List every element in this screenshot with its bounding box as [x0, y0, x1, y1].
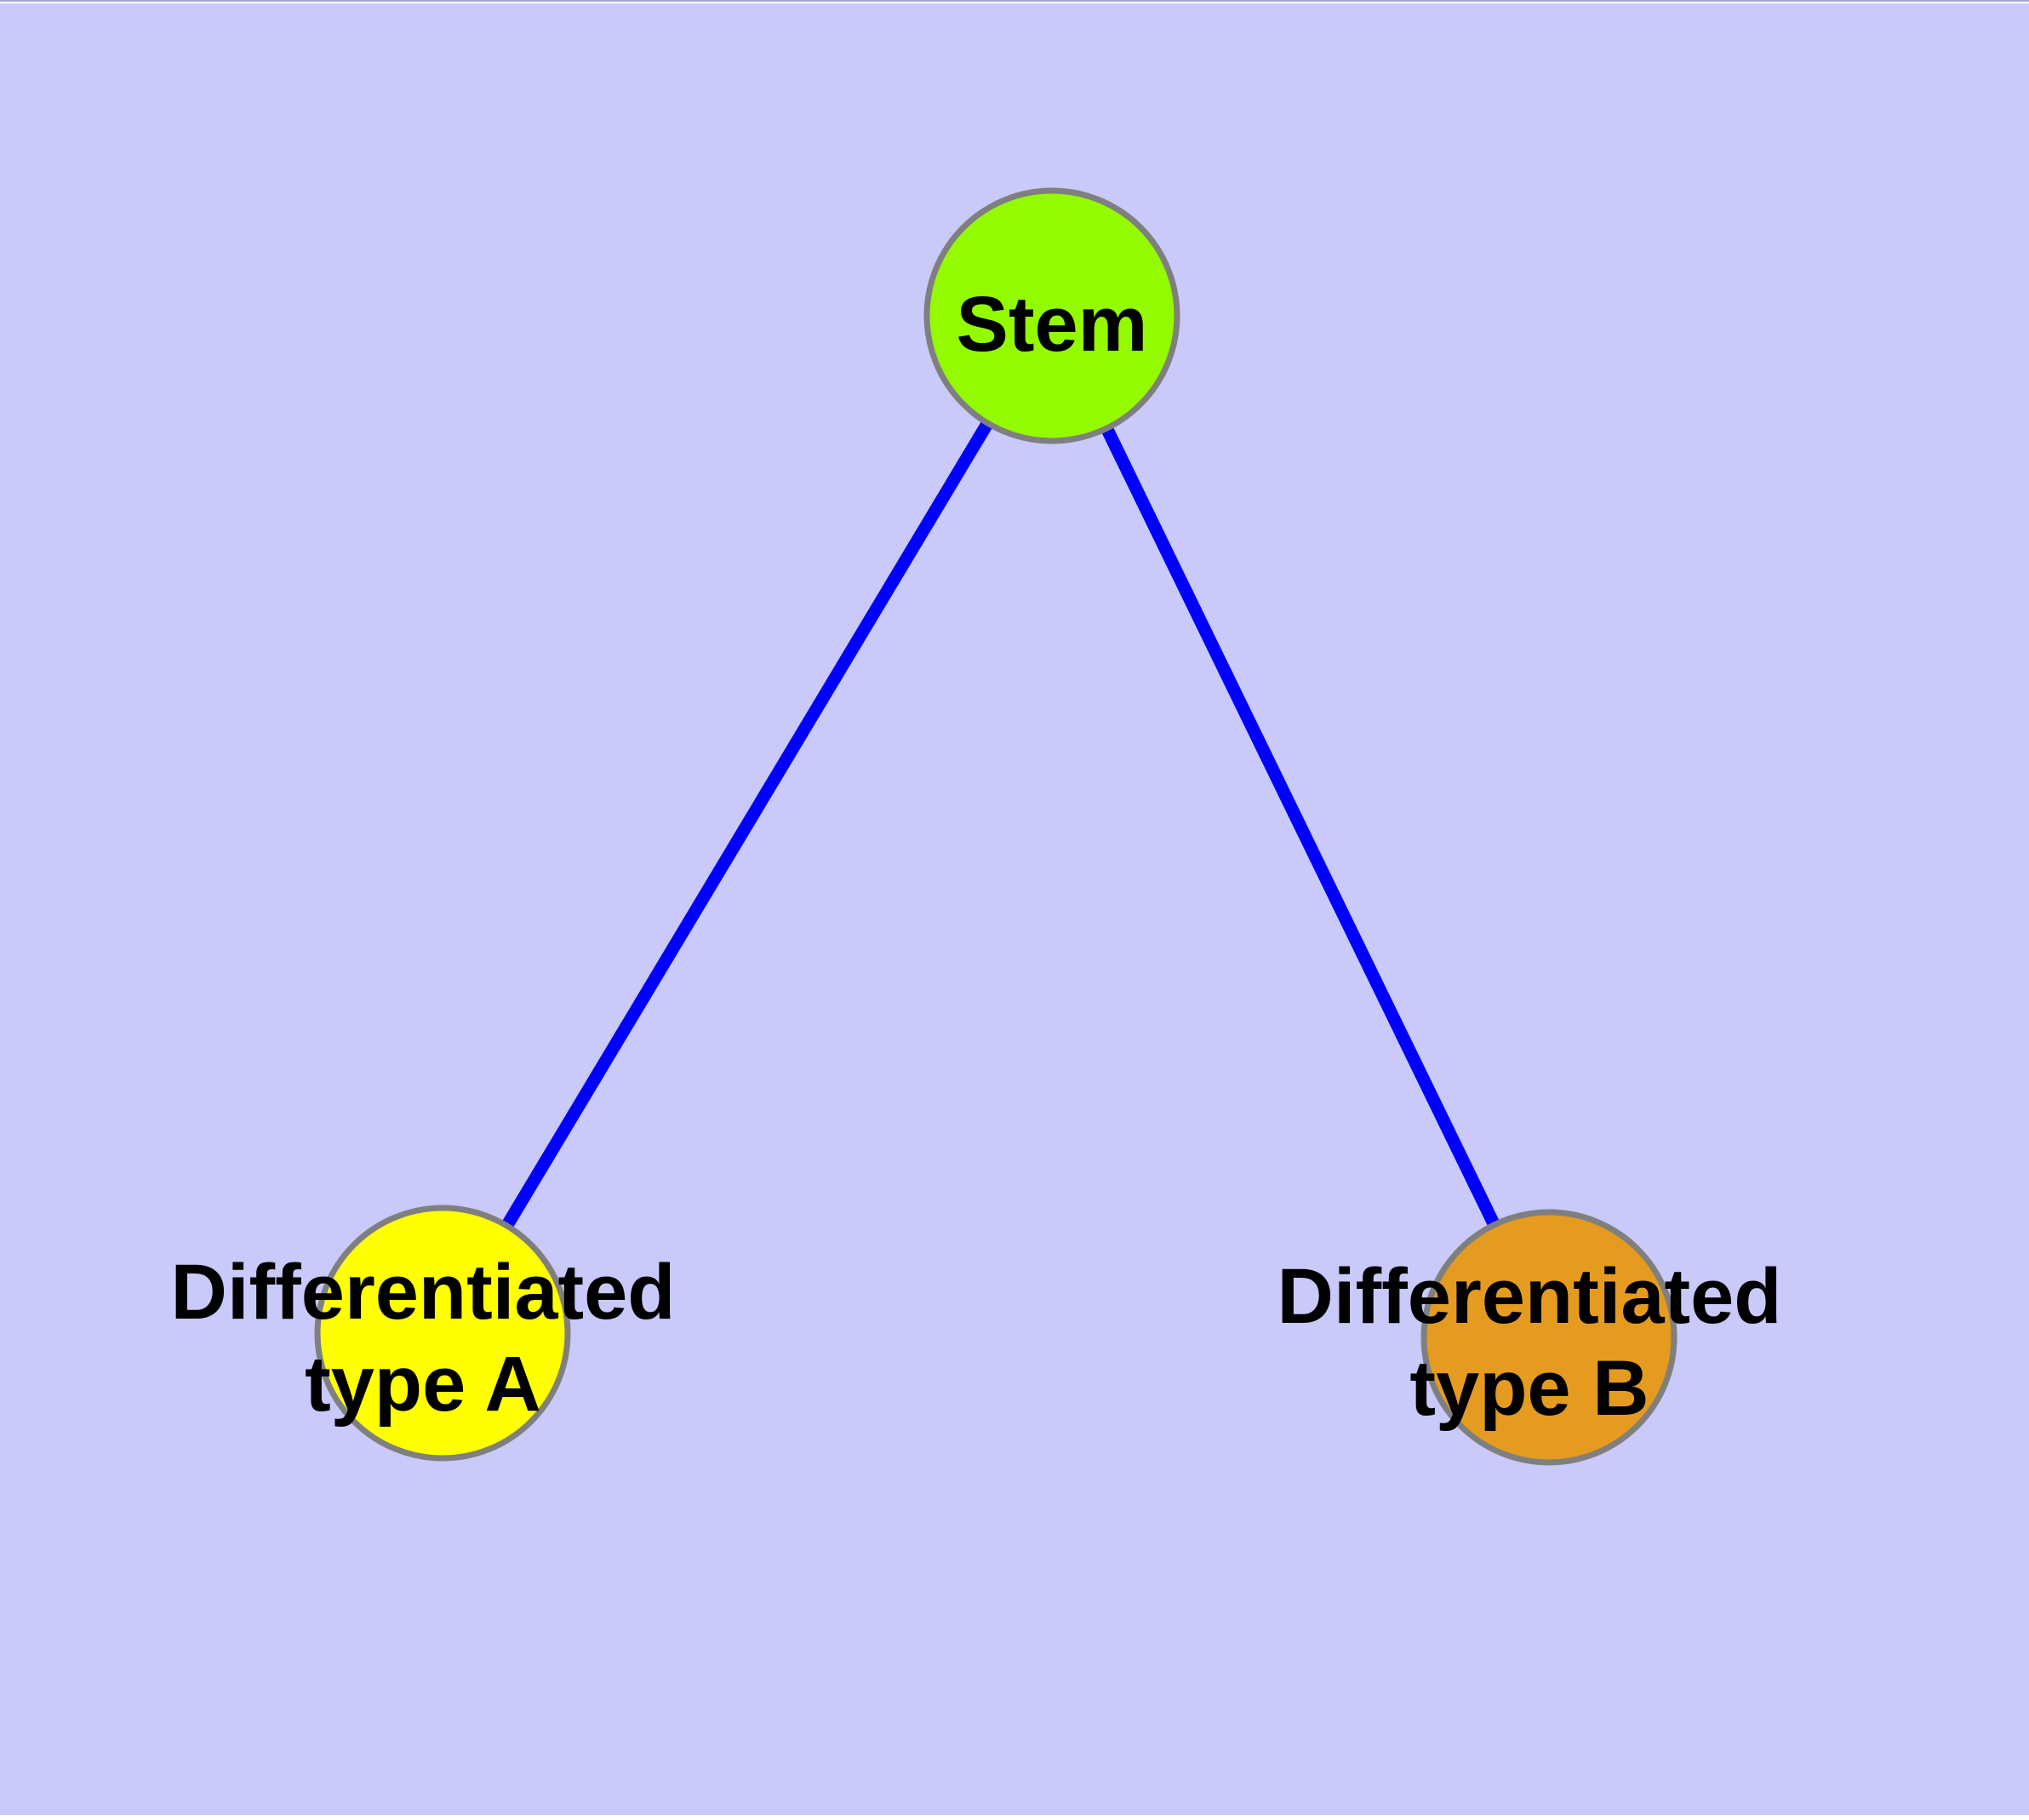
type-b-node-label-line2: type B	[1409, 1345, 1649, 1432]
type-b-node-label-line1: Differentiated	[1277, 1253, 1782, 1340]
node-differentiated-type-b[interactable]: Differentiated type B	[1277, 1209, 1782, 1466]
edge-stem-to-type-b	[1046, 312, 1555, 1341]
type-a-node-label-line2: type A	[305, 1341, 541, 1428]
stem-node-label: Stem	[957, 281, 1148, 368]
edge-stem-to-type-a	[437, 312, 1058, 1336]
type-b-node-circle	[1420, 1209, 1677, 1466]
window-top-edge	[0, 0, 2029, 2]
stem-node-circle	[923, 187, 1180, 444]
type-a-node-circle	[314, 1205, 571, 1462]
node-stem[interactable]: Stem	[923, 187, 1180, 444]
cell-differentiation-graph: Stem Differentiated type A Differentiate…	[0, 3, 2029, 1815]
node-differentiated-type-a[interactable]: Differentiated type A	[171, 1205, 676, 1462]
type-a-node-label-line1: Differentiated	[171, 1249, 676, 1336]
